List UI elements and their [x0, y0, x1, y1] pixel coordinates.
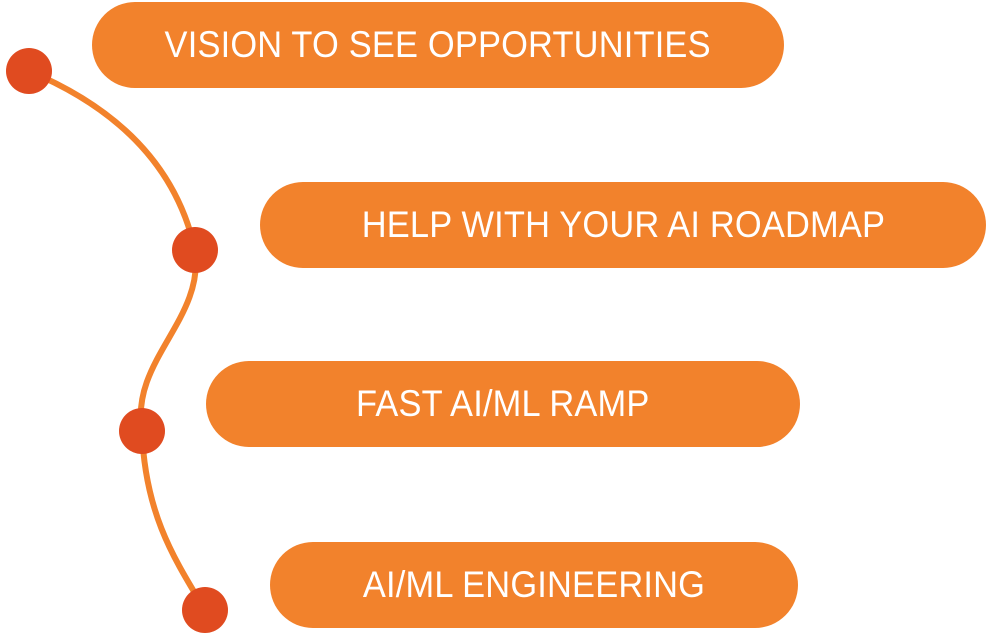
node-dot-4 [182, 587, 228, 633]
node-dot-3 [119, 408, 165, 454]
step-label: HELP WITH YOUR AI ROADMAP [361, 204, 885, 245]
step-pill-engineering: AI/ML ENGINEERING [270, 542, 798, 628]
step-label: FAST AI/ML RAMP [356, 383, 650, 424]
step-pill-roadmap: HELP WITH YOUR AI ROADMAP [260, 182, 986, 268]
connector-line [26, 68, 208, 613]
node-dot-1 [6, 48, 52, 94]
node-dot-2 [172, 227, 218, 273]
step-pill-ramp: FAST AI/ML RAMP [206, 361, 800, 447]
step-label: VISION TO SEE OPPORTUNITIES [164, 24, 712, 65]
step-label: AI/ML ENGINEERING [362, 564, 706, 605]
step-pill-vision: VISION TO SEE OPPORTUNITIES [92, 2, 784, 88]
